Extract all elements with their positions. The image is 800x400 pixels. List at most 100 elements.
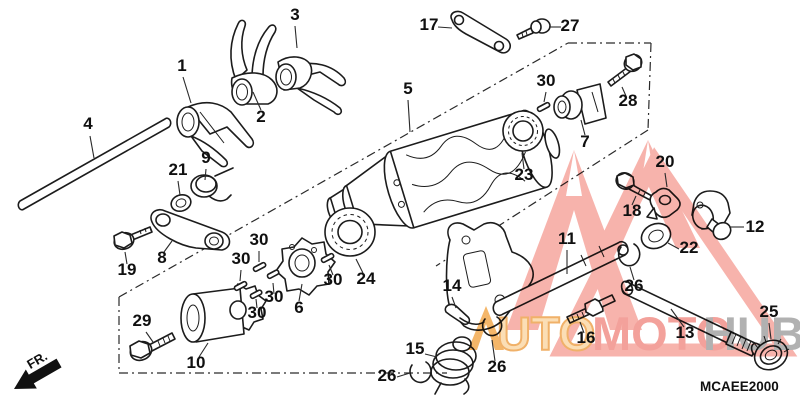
callout-number-24: 24 bbox=[357, 269, 376, 288]
callout-number-18: 18 bbox=[623, 201, 642, 220]
callout-number-22: 22 bbox=[680, 238, 699, 257]
callout-number-6: 6 bbox=[294, 298, 303, 317]
callout-leader-line bbox=[294, 25, 298, 49]
callout-leader-line bbox=[124, 251, 128, 265]
callout-number-4: 4 bbox=[83, 114, 93, 133]
callout-leader-line bbox=[298, 283, 303, 302]
callout-number-10: 10 bbox=[187, 353, 206, 372]
callout-leader-line bbox=[491, 339, 496, 362]
callout-number-12: 12 bbox=[746, 217, 765, 236]
callout-number-26: 26 bbox=[488, 357, 507, 376]
callout-number-11: 11 bbox=[558, 229, 576, 248]
callout-number-2: 2 bbox=[256, 107, 265, 126]
part-bolt-28 bbox=[607, 53, 643, 87]
part-bearing-23 bbox=[502, 110, 544, 152]
callout-number-7: 7 bbox=[580, 132, 589, 151]
callout-leader-line bbox=[407, 99, 411, 133]
callout-leader-line bbox=[145, 331, 154, 343]
watermark-brand-text: UTO MOTO HUB bbox=[496, 306, 800, 361]
callout-number-28: 28 bbox=[619, 91, 638, 110]
callout-number-21: 21 bbox=[169, 160, 188, 179]
watermark-text-uto: UTO bbox=[497, 307, 595, 360]
callout-leader-line bbox=[521, 152, 525, 170]
callout-leader-line bbox=[396, 372, 411, 378]
callout-number-29: 29 bbox=[133, 311, 152, 330]
callout-leader-line bbox=[437, 26, 453, 29]
callout-leader-line bbox=[670, 308, 685, 328]
callout-number-23: 23 bbox=[515, 165, 534, 184]
callout-leader-line bbox=[543, 91, 547, 103]
callout-leader-line bbox=[424, 353, 438, 358]
watermark-text-moto: MOTO bbox=[592, 307, 732, 360]
part-bolt-19 bbox=[113, 226, 153, 251]
callout-leader-line bbox=[580, 119, 586, 136]
callout-leader-line bbox=[89, 135, 95, 159]
part-bolt-27 bbox=[516, 18, 551, 40]
callout-number-17: 17 bbox=[420, 15, 439, 34]
callout-number-19: 19 bbox=[118, 260, 137, 279]
callout-number-1: 1 bbox=[177, 56, 186, 75]
part-dowel-pins-30 bbox=[233, 101, 551, 300]
part-washer-21 bbox=[170, 193, 192, 213]
callout-leader-line bbox=[579, 321, 585, 334]
part-bearing-24 bbox=[324, 207, 376, 257]
callout-leader-line bbox=[163, 240, 173, 253]
diagram-code: MCAEE2000 bbox=[700, 379, 779, 394]
part-return-spring-15 bbox=[430, 336, 477, 395]
part-bearing-holder-7 bbox=[553, 83, 607, 125]
watermark-brand-logo-a bbox=[468, 306, 504, 350]
fr-direction-marker: FR. bbox=[14, 348, 62, 389]
callout-number-30: 30 bbox=[248, 303, 267, 322]
callout-leader-line bbox=[328, 264, 334, 276]
callout-number-9: 9 bbox=[201, 148, 210, 167]
callout-number-15: 15 bbox=[406, 339, 425, 358]
callout-leader-line bbox=[621, 86, 627, 97]
callout-number-8: 8 bbox=[157, 248, 166, 267]
callout-leader-line bbox=[182, 76, 192, 104]
part-shift-fork-2 bbox=[230, 19, 278, 106]
callout-leader-line bbox=[667, 242, 680, 250]
callout-number-16: 16 bbox=[577, 328, 596, 347]
part-fork-shaft-4 bbox=[17, 117, 172, 211]
callout-leader-line bbox=[252, 91, 262, 111]
callout-leader-line bbox=[631, 195, 637, 206]
callout-number-5: 5 bbox=[403, 79, 412, 98]
callout-number-26: 26 bbox=[378, 366, 397, 385]
callout-leader-line bbox=[355, 258, 364, 274]
callout-leader-line bbox=[768, 322, 772, 340]
callout-leader-line bbox=[451, 296, 457, 309]
part-shift-arm-8 bbox=[150, 208, 231, 251]
callout-number-30: 30 bbox=[537, 71, 556, 90]
watermark-text-hub: HUB bbox=[703, 307, 800, 360]
watermark-triangle-outline bbox=[549, 147, 798, 357]
callout-leader-line bbox=[239, 269, 242, 282]
part-guide-plate-6 bbox=[275, 237, 336, 296]
callout-number-14: 14 bbox=[443, 276, 462, 295]
callout-number-30: 30 bbox=[324, 270, 343, 289]
callout-number-20: 20 bbox=[656, 152, 675, 171]
callout-leader-line bbox=[629, 266, 635, 281]
part-shift-fork-3 bbox=[275, 56, 347, 116]
part-shift-fork-1 bbox=[176, 101, 255, 168]
callout-number-26: 26 bbox=[625, 276, 644, 295]
callout-labels: 1234567891011121314151617181920212223242… bbox=[83, 5, 778, 385]
callout-leader-line bbox=[177, 180, 181, 196]
callout-leader-line bbox=[204, 168, 207, 181]
part-torsion-spring-9 bbox=[190, 167, 234, 202]
part-change-arm-17 bbox=[450, 10, 511, 54]
callout-number-27: 27 bbox=[561, 16, 580, 35]
callout-number-30: 30 bbox=[232, 249, 251, 268]
callout-number-25: 25 bbox=[760, 302, 779, 321]
part-bolt-29 bbox=[129, 332, 176, 362]
callout-number-3: 3 bbox=[290, 5, 299, 24]
fr-arrow-icon bbox=[14, 358, 62, 389]
callout-leader-line bbox=[198, 342, 209, 358]
watermark: UTO MOTO HUB bbox=[468, 140, 800, 361]
callout-number-13: 13 bbox=[676, 323, 695, 342]
callout-leader-line bbox=[255, 298, 258, 309]
callout-number-30: 30 bbox=[250, 230, 269, 249]
callout-leader-line bbox=[272, 282, 275, 295]
callout-number-30: 30 bbox=[265, 287, 284, 306]
